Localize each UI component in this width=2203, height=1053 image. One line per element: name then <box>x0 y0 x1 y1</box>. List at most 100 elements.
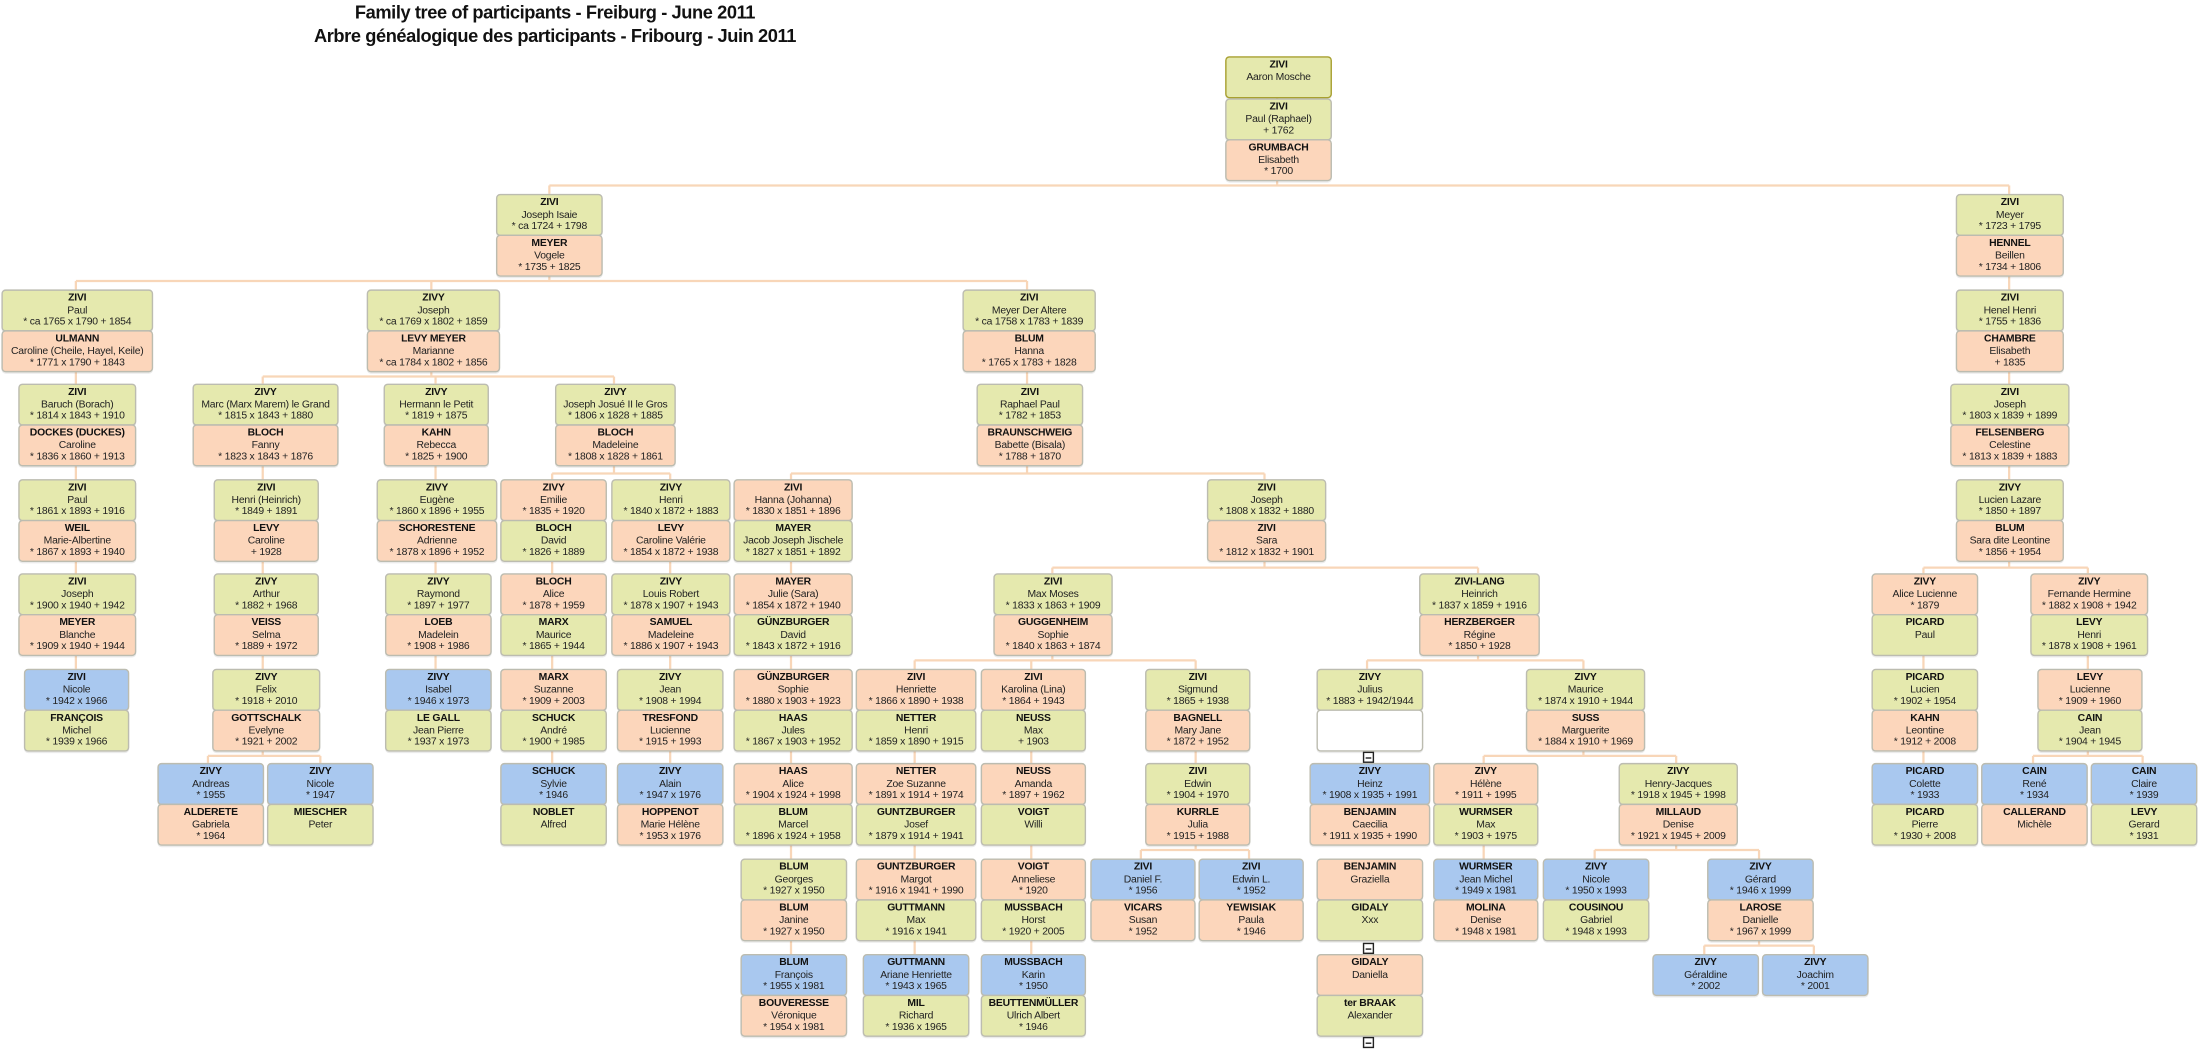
collapse-minus-icon[interactable] <box>1362 751 1375 763</box>
empty-spouse-card[interactable] <box>1316 709 1424 752</box>
